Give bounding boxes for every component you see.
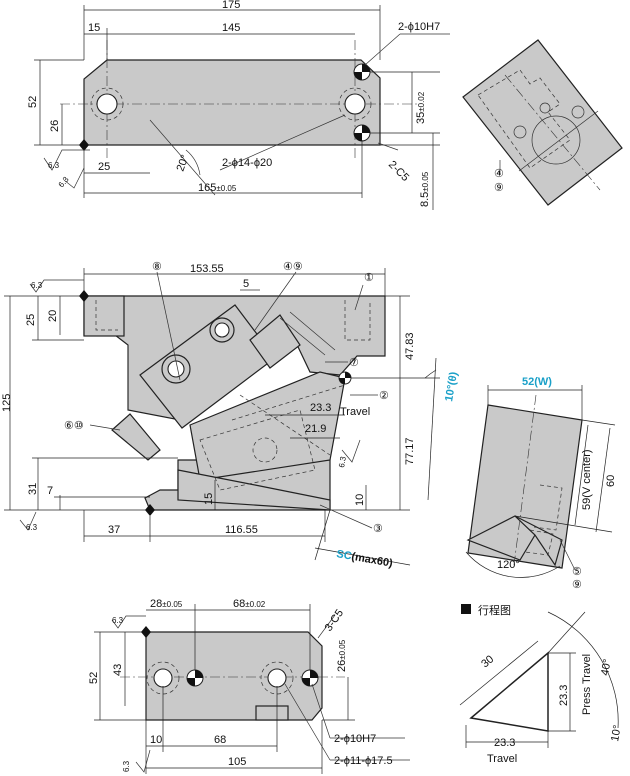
- dim-52-bottom: 52: [88, 672, 100, 684]
- dim-37: 37: [108, 524, 120, 536]
- bottom-plate: [145, 631, 323, 721]
- dim-23.3-vertical: 23.3: [558, 685, 570, 706]
- dim-20-front: 20: [47, 310, 59, 322]
- dim-26-bottom: 26±0.05: [336, 639, 348, 672]
- callout-4-9: ④⑨: [283, 261, 303, 273]
- roughness-front-a: 6.3: [31, 281, 43, 290]
- iso-view: ④ ⑨: [462, 39, 623, 206]
- dim-10-front: 10: [354, 494, 366, 506]
- dim-52: 52: [27, 96, 39, 108]
- label-press-travel: Press Travel: [581, 654, 593, 715]
- callout-7: ⑦: [349, 357, 359, 369]
- dim-68-top: 68±0.02: [233, 598, 266, 610]
- callout-1: ①: [364, 272, 374, 284]
- dim-30-stroke: 30: [479, 653, 496, 670]
- dim-43: 43: [112, 664, 124, 676]
- callout-5: ⑤: [572, 566, 582, 578]
- dim-25-front: 25: [25, 314, 37, 326]
- stroke-triangle: [469, 651, 549, 732]
- dim-60: 60: [605, 475, 617, 487]
- callout-8: ⑧: [152, 261, 162, 273]
- datum-diamond-front-bottom: [145, 504, 155, 516]
- dim-105: 105: [228, 756, 246, 768]
- top-plate: [83, 59, 381, 146]
- callout-9-iso: ⑨: [494, 182, 504, 194]
- side-view: 52(W) 59(V center) 60 120° ⑤ ⑨: [465, 376, 617, 591]
- dim-175: 175: [222, 0, 240, 11]
- dim-15-front: 15: [203, 493, 215, 505]
- callout-2: ②: [379, 390, 389, 402]
- dowel-marker-bottom-a: [186, 669, 204, 687]
- dim-21.9: 21.9: [305, 423, 326, 435]
- angle-20: 20°: [175, 153, 192, 173]
- counterbore-hole-left: [96, 93, 118, 115]
- dim-8.5: 8.5±0.05: [419, 171, 431, 207]
- dim-145: 145: [222, 22, 240, 34]
- angle-40: 40°: [599, 658, 614, 676]
- angle-120: 120°: [497, 559, 520, 571]
- datum-diamond-front-top: [79, 290, 89, 302]
- label-3-c5: 3-C5: [323, 607, 347, 633]
- dim-68-bottom: 68: [214, 734, 226, 746]
- dim-10-bottom: 10: [150, 734, 162, 746]
- label-bottom-dowel-holes: 2-ϕ10H7: [334, 733, 376, 745]
- callout-6-10: ⑥⑩: [64, 420, 84, 432]
- dowel-marker-bottom-b: [301, 669, 319, 687]
- dowel-marker-bottom: [353, 124, 371, 142]
- label-sc: SC(max60): [335, 548, 393, 570]
- bottom-hole-left: [153, 668, 173, 688]
- datum-diamond-bottom: [141, 626, 151, 638]
- dowel-marker-front: [338, 371, 352, 385]
- stroke-diagram-title: 行程图: [478, 604, 511, 617]
- legend-square: [461, 604, 471, 614]
- roughness-6.3-b: 6.3: [57, 175, 71, 190]
- dim-165: 165±0.05: [198, 182, 237, 194]
- roughness-front-c: 6.3: [337, 455, 348, 468]
- dim-5: 5: [243, 278, 249, 290]
- label-dowel-holes: 2-ϕ10H7: [398, 21, 440, 33]
- dim-15: 15: [88, 22, 100, 34]
- callout-3: ③: [373, 523, 383, 535]
- dim-7: 7: [47, 485, 53, 497]
- dim-35: 35±0.02: [415, 91, 427, 124]
- dim-47.83: 47.83: [404, 332, 416, 360]
- label-travel-front: Travel: [340, 406, 370, 418]
- front-view: 153.55 5 125 25 20 31 7 6.3 6.3 6.3 37 1…: [1, 261, 460, 570]
- dim-116.55: 116.55: [225, 524, 258, 536]
- callout-4-iso: ④: [494, 168, 504, 180]
- callout-9-side: ⑨: [572, 579, 582, 591]
- roughness-6.3-a: 6.3: [48, 161, 60, 170]
- dim-28: 28±0.05: [150, 598, 183, 610]
- dim-153.55: 153.55: [190, 263, 224, 275]
- angle-10-stroke: 10°: [609, 724, 624, 742]
- stroke-diagram: 行程图 30 23.3 Press Travel 23.3 Travel 40°…: [459, 604, 624, 765]
- dim-125: 125: [1, 394, 13, 412]
- counterbore-hidden-left: [90, 87, 124, 121]
- dim-77.17: 77.17: [404, 437, 416, 465]
- dim-59-v-center: 59(V center): [581, 449, 593, 510]
- dim-23.3: 23.3: [310, 402, 331, 414]
- label-counterbore: 2-ϕ14-ϕ20: [222, 157, 272, 169]
- dim-25: 25: [98, 161, 110, 173]
- dim-52W: 52(W): [522, 376, 552, 388]
- guide-wedge: [111, 413, 161, 461]
- roughness-bottom-b: 6.3: [122, 760, 131, 772]
- dim-26: 26: [49, 120, 61, 132]
- roughness-front-b: 6.3: [26, 523, 38, 532]
- dowel-marker-top: [353, 63, 371, 81]
- angle-10-theta: 10°(θ): [443, 371, 460, 403]
- label-travel-stroke: Travel: [487, 753, 517, 765]
- dim-23.3-horizontal: 23.3: [494, 737, 515, 749]
- label-chamfer: 2-C5: [386, 159, 411, 184]
- datum-diamond-top-view: [79, 139, 89, 151]
- label-bottom-counterbore: 2-ϕ11-ϕ17.5: [334, 755, 393, 767]
- counterbore-hole-right: [344, 93, 366, 115]
- top-view: 175 15 145 52 26 6.3 6.3 25 165±0.05 20°…: [27, 0, 450, 210]
- bottom-view: 28±0.05 68±0.02 3-C5 52 43 6.3 6.3 26±0.…: [88, 598, 410, 774]
- roughness-bottom-a: 6.3: [112, 616, 124, 625]
- bottom-hole-right: [267, 668, 287, 688]
- dim-31: 31: [27, 483, 39, 495]
